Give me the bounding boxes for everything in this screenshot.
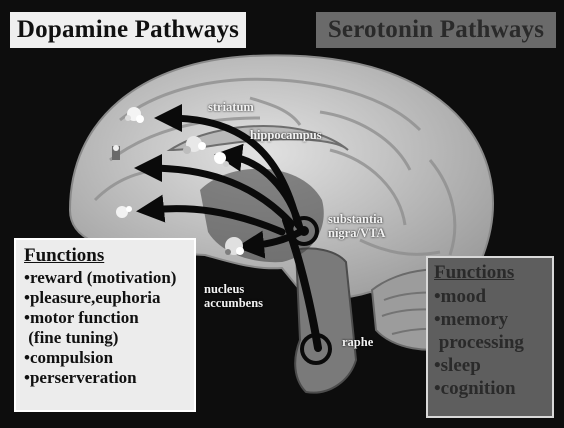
label-nucleus-accumbens: nucleus accumbens <box>204 282 263 310</box>
label-substantia-nigra: substantia nigra/VTA <box>328 212 385 240</box>
dopamine-function-item: (fine tuning) <box>24 328 194 348</box>
dopamine-function-item: •perserveration <box>24 368 194 388</box>
label-striatum: striatum <box>208 100 254 114</box>
serotonin-pathways-title: Serotonin Pathways <box>316 12 556 48</box>
dopamine-functions-panel: Functions •reward (motivation) •pleasure… <box>14 238 196 412</box>
dopamine-function-item: •reward (motivation) <box>24 268 194 288</box>
serotonin-functions-heading: Functions <box>434 262 552 283</box>
serotonin-function-item: •mood <box>434 285 552 308</box>
dopamine-pathways-title: Dopamine Pathways <box>10 12 246 48</box>
dopamine-function-item: •pleasure,euphoria <box>24 288 194 308</box>
serotonin-function-item: •memory <box>434 308 552 331</box>
serotonin-function-item: processing <box>434 331 552 354</box>
label-hippocampus: hippocampus <box>250 128 322 142</box>
serotonin-functions-panel: Functions •mood •memory processing •slee… <box>426 256 554 418</box>
serotonin-function-item: •cognition <box>434 377 552 400</box>
serotonin-function-item: •sleep <box>434 354 552 377</box>
dopamine-functions-heading: Functions <box>24 246 194 266</box>
dopamine-function-item: •compulsion <box>24 348 194 368</box>
dopamine-function-item: •motor function <box>24 308 194 328</box>
label-raphe: raphe <box>342 335 373 349</box>
